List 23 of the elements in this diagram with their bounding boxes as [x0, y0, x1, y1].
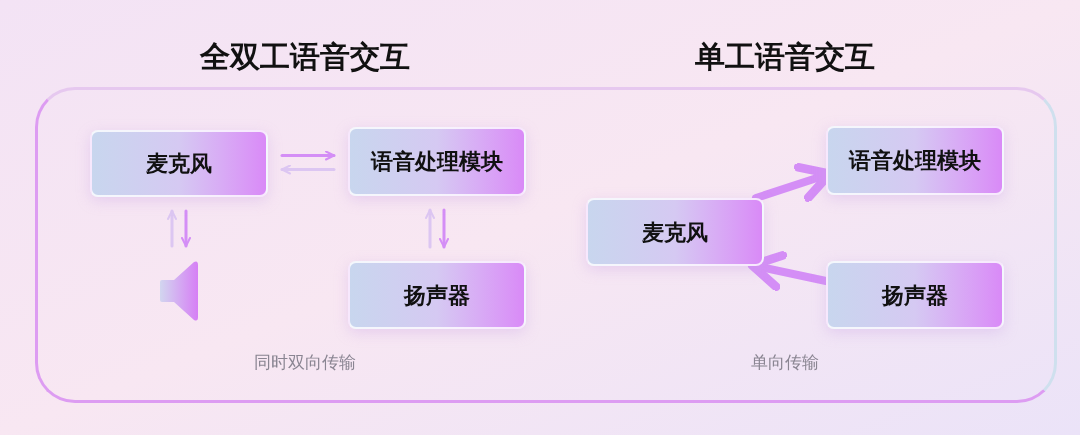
- arrow: [439, 208, 449, 249]
- module-box: [826, 126, 1004, 195]
- section-title: 全双工语音交互: [199, 38, 411, 76]
- arrow: [181, 209, 191, 248]
- arrow: [280, 150, 336, 161]
- box-label: 语音处理模块: [849, 147, 981, 175]
- speaker-icon: [160, 260, 198, 322]
- section-title: 单工语音交互: [694, 38, 876, 76]
- arrow: [280, 164, 336, 175]
- module-box: [826, 261, 1004, 329]
- arrow: [425, 208, 435, 249]
- box-label: 语音处理模块: [371, 148, 503, 176]
- caption-text: 单向传输: [750, 351, 820, 374]
- module-box: [586, 198, 764, 266]
- module-box: [348, 127, 526, 196]
- box-label: 扬声器: [882, 281, 948, 310]
- arrow: [167, 209, 177, 248]
- module-box: [90, 130, 268, 197]
- box-label: 麦克风: [642, 218, 708, 247]
- caption-text: 同时双向传输: [253, 351, 357, 374]
- module-box: [348, 261, 526, 329]
- box-label: 麦克风: [146, 150, 212, 178]
- box-label: 扬声器: [404, 281, 470, 310]
